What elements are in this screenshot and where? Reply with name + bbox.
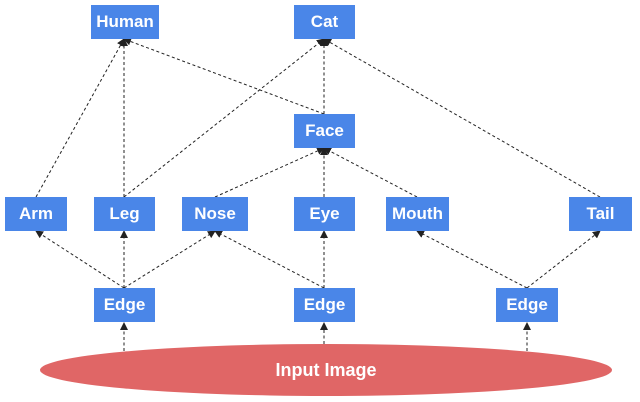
node-cat: Cat [294, 5, 355, 39]
arrow-edge-left-to-arm [35, 230, 125, 289]
arrow-arm-to-human [35, 38, 125, 198]
arrow-edge-right-to-tail [526, 230, 601, 289]
arrow-edge-middle-to-nose [214, 230, 325, 289]
arrow-edge-left-to-nose [123, 230, 216, 289]
node-edge-right: Edge [496, 288, 558, 322]
node-face: Face [294, 114, 355, 148]
arrow-face-to-human [123, 37, 325, 115]
node-tail: Tail [569, 197, 632, 231]
arrow-edge-right-to-mouth [416, 230, 528, 289]
node-mouth: Mouth [386, 197, 449, 231]
node-edge-left: Edge [94, 288, 155, 322]
input-image-label: Input Image [275, 359, 377, 380]
node-human: Human [91, 5, 159, 39]
arrow-tail-to-cat [323, 38, 601, 198]
node-edge-middle: Edge [294, 288, 355, 322]
arrow-leg-to-cat [123, 38, 325, 198]
node-nose: Nose [182, 197, 248, 231]
input-image-ellipse: Input Image [40, 344, 612, 396]
arrow-mouth-to-face [323, 147, 418, 198]
arrow-nose-to-face [214, 147, 325, 198]
node-eye: Eye [294, 197, 355, 231]
node-arm: Arm [5, 197, 67, 231]
node-leg: Leg [94, 197, 155, 231]
